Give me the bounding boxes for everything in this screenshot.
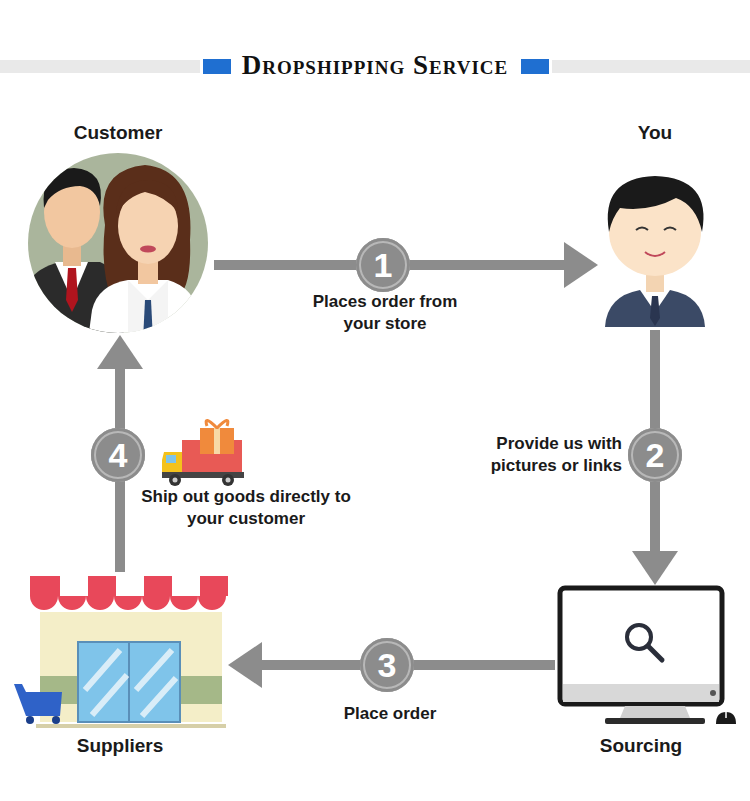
title-mark [521, 59, 549, 74]
edge-label: Ship out goods directly to your customer [136, 486, 356, 530]
edge-label: Places order from your store [310, 291, 460, 335]
customer-node: Customer [22, 118, 214, 335]
node-label: You [598, 122, 712, 144]
arrow-head [632, 551, 678, 585]
truck-icon [162, 420, 244, 486]
title-mark [203, 59, 231, 74]
node-label: Suppliers [12, 735, 228, 757]
node-label: Sourcing [555, 735, 727, 757]
customer-illustration [20, 153, 208, 340]
title: Dropshipping Service [234, 48, 516, 82]
edge-label: Provide us with pictures or links [462, 433, 622, 477]
title-band [0, 60, 200, 73]
callout-number: 4 [91, 428, 145, 482]
you-illustration [605, 176, 705, 327]
callout-number: 1 [356, 238, 410, 292]
title-row: Dropshipping Service [0, 48, 750, 82]
arrow-head [228, 642, 262, 688]
sourcing-node: Sourcing [555, 585, 727, 765]
title-band [552, 60, 750, 73]
callout-number: 3 [360, 638, 414, 692]
suppliers-node: Suppliers [12, 572, 228, 765]
node-label: Customer [22, 122, 214, 144]
edge-label: Place order [320, 703, 460, 725]
monitor-illustration [560, 588, 736, 724]
arrow-head [97, 335, 143, 369]
store-illustration [14, 576, 228, 728]
you-node: You [598, 118, 712, 330]
arrow-head [564, 242, 598, 288]
callout-number: 2 [628, 428, 682, 482]
